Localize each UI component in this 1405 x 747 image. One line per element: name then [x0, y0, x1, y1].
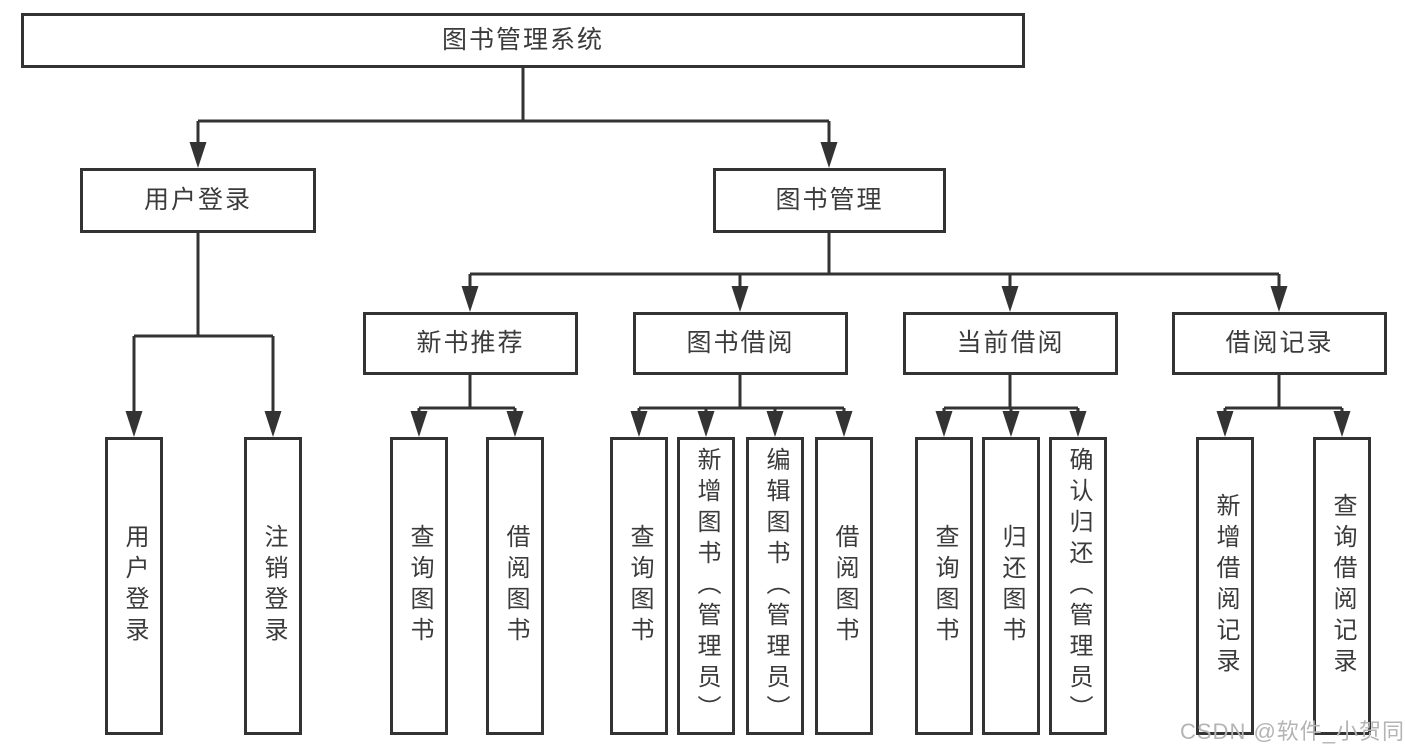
node-new-book-recommend: 新书推荐: [363, 312, 578, 375]
arrowhead: [1270, 286, 1288, 312]
arrowhead: [1002, 411, 1020, 437]
arrowhead: [835, 411, 853, 437]
node-book-borrow: 图书借阅: [633, 312, 848, 375]
leaf-borrow-edit-books: 编辑图书（管理员）: [746, 437, 804, 735]
connector-user-login-to-leaves: [125, 233, 282, 437]
arrowhead: [125, 411, 143, 437]
arrowhead: [264, 411, 282, 437]
leaf-current-return-books: 归还图书: [982, 437, 1040, 735]
leaf-records-query-record: 查询借阅记录: [1313, 437, 1371, 735]
connector-recommend-to-leaves: [410, 375, 524, 437]
arrowhead: [935, 411, 953, 437]
arrowhead: [1069, 411, 1087, 437]
leaf-borrow-add-books: 新增图书（管理员）: [677, 437, 735, 735]
connector-root-to-level2: [189, 68, 838, 168]
connector-records-to-leaves: [1216, 375, 1351, 437]
leaf-current-confirm-return: 确认归还（管理员）: [1049, 437, 1107, 735]
node-book-management: 图书管理: [713, 168, 946, 233]
leaf-recommend-query-books: 查询图书: [390, 437, 448, 735]
arrowhead: [766, 411, 784, 437]
arrowhead: [1333, 411, 1351, 437]
arrowhead: [1001, 286, 1019, 312]
arrowhead: [630, 411, 648, 437]
node-user-login: 用户登录: [80, 168, 316, 233]
watermark: CSDN @软件_小贺同学: [1180, 719, 1405, 744]
leaf-recommend-borrow-books: 借阅图书: [486, 437, 544, 735]
node-root: 图书管理系统: [21, 13, 1025, 68]
arrowhead: [820, 142, 838, 168]
leaf-records-add-record: 新增借阅记录: [1196, 437, 1254, 735]
arrowhead: [461, 286, 479, 312]
arrowhead: [189, 142, 207, 168]
leaf-user-login: 用户登录: [105, 437, 163, 735]
arrowhead: [410, 411, 428, 437]
node-borrow-records: 借阅记录: [1172, 312, 1387, 375]
leaf-logout: 注销登录: [244, 437, 302, 735]
connector-current-to-leaves: [935, 375, 1087, 437]
node-current-borrow: 当前借阅: [903, 312, 1118, 375]
leaf-borrow-borrow-books: 借阅图书: [815, 437, 873, 735]
arrowhead: [697, 411, 715, 437]
arrowhead: [506, 411, 524, 437]
leaf-current-query-books: 查询图书: [915, 437, 973, 735]
arrowhead: [1216, 411, 1234, 437]
arrowhead: [731, 286, 749, 312]
leaf-borrow-query-books: 查询图书: [610, 437, 668, 735]
connector-book-management-to-level3: [461, 233, 1288, 312]
connector-borrow-to-leaves: [630, 375, 853, 437]
